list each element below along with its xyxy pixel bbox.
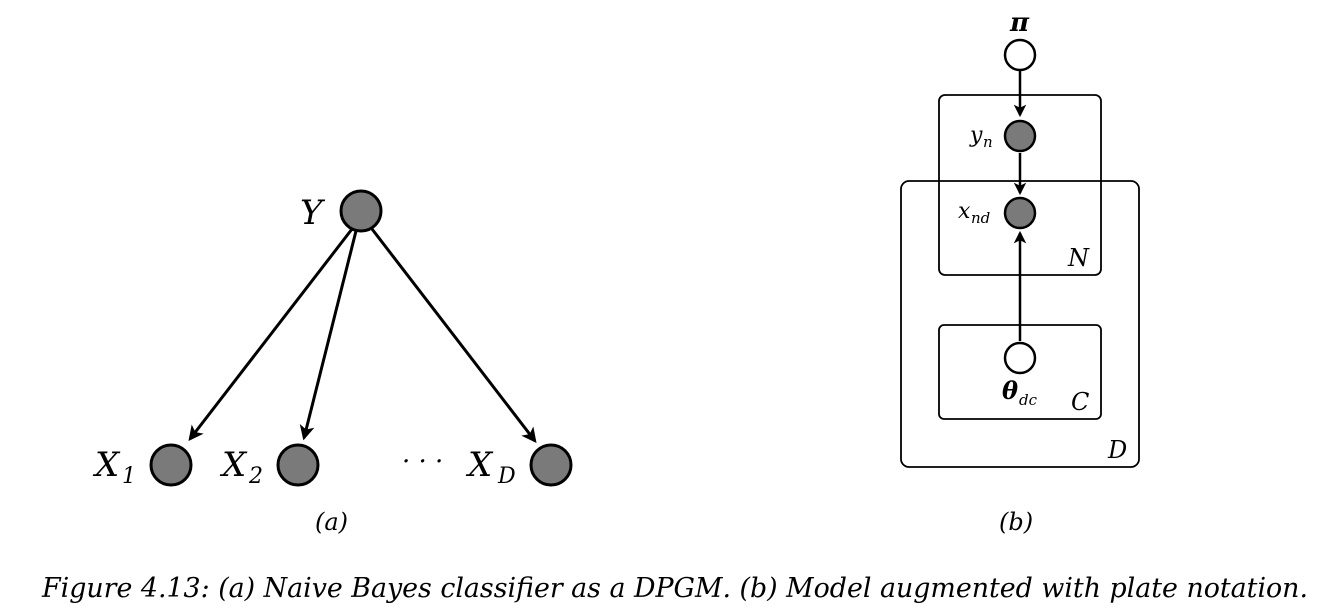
panel-b-label: (b)	[999, 508, 1033, 536]
node-xnd	[1003, 196, 1037, 230]
plate-n-label: N	[1067, 244, 1090, 272]
node-y	[339, 189, 383, 233]
panel-b: π y n x nd θ dc N C D (b)	[900, 8, 1140, 536]
label-y: Y	[300, 193, 326, 233]
label-x2: X	[219, 445, 248, 485]
node-x1	[149, 443, 193, 487]
edge-y-x2	[299, 230, 358, 441]
node-pi	[1003, 38, 1037, 72]
label-ellipsis: · · ·	[402, 447, 443, 477]
edge-y-xd	[370, 228, 537, 443]
label-x1-sub: 1	[122, 464, 136, 489]
label-x2-sub: 2	[248, 464, 263, 489]
node-x2	[276, 443, 320, 487]
figure-caption: Figure 4.13: (a) Naive Bayes classifier …	[41, 573, 1308, 604]
edge-y-x1	[188, 228, 354, 441]
label-xnd: x	[958, 199, 971, 224]
label-theta: θ	[1002, 376, 1018, 405]
label-xd-sub: D	[497, 464, 516, 489]
node-theta	[1003, 341, 1037, 375]
label-yn-sub: n	[983, 133, 993, 151]
plate-d-label: D	[1107, 436, 1127, 464]
plate-c-label: C	[1071, 388, 1089, 416]
panel-a: Y X 1 X 2 · · · X D (a)	[92, 189, 573, 536]
label-xd: X	[465, 445, 494, 485]
node-xd	[529, 443, 573, 487]
label-x1: X	[92, 445, 121, 485]
label-yn: y	[969, 123, 983, 148]
panel-a-label: (a)	[315, 508, 348, 536]
label-theta-sub: dc	[1019, 391, 1038, 409]
label-pi: π	[1009, 8, 1030, 38]
label-xnd-sub: nd	[971, 209, 990, 227]
node-yn	[1003, 119, 1037, 153]
